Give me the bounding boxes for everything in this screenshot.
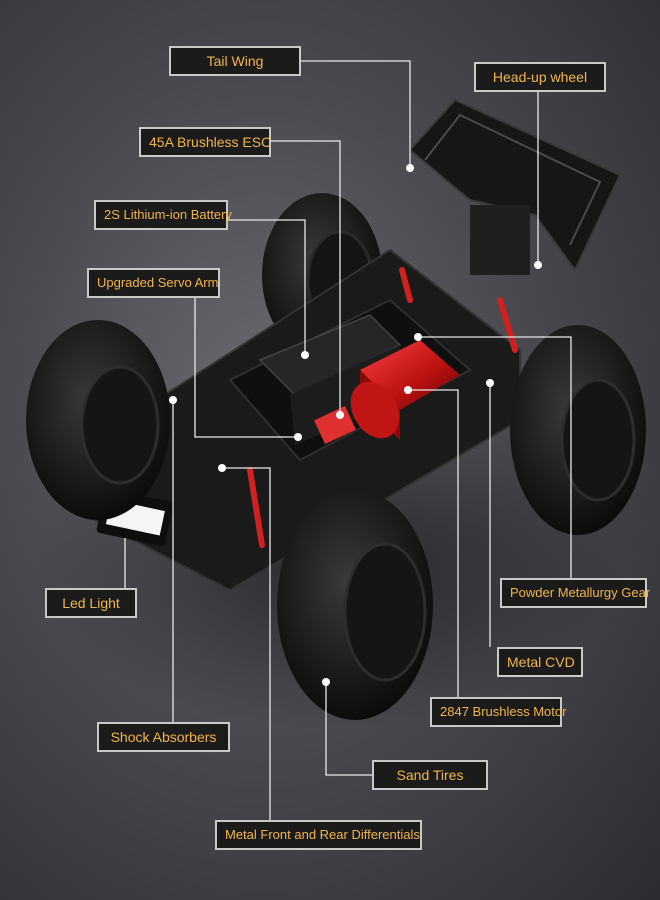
label-led-light: Led Light	[45, 588, 137, 618]
label-head-up-wheel: Head-up wheel	[474, 62, 606, 92]
front-left-tire	[26, 320, 170, 520]
motor-can	[350, 340, 460, 440]
label-metal-front-rear-differentials: Metal Front and Rear Differentials	[215, 820, 422, 850]
anchor-dots	[169, 164, 542, 686]
label-45a-brushless-esc: 45A Brushless ESC	[139, 127, 271, 157]
label-sand-tires: Sand Tires	[372, 760, 488, 790]
label-tail-wing: Tail Wing	[169, 46, 301, 76]
leader-lines	[124, 60, 572, 821]
label-upgraded-servo-arm: Upgraded Servo Arm	[87, 268, 220, 298]
front-right-tire	[277, 490, 433, 720]
label-2s-lithium-ion-battery: 2S Lithium-ion Battery	[94, 200, 232, 230]
tail-wing-shape	[408, 98, 622, 275]
label-shock-absorbers: Shock Absorbers	[97, 722, 230, 752]
label-metal-cvd: Metal CVD	[497, 647, 583, 677]
rear-right-tire	[510, 325, 646, 535]
label-2847-brushless-motor: 2847 Brushless Motor	[430, 697, 566, 727]
label-powder-metallurgy-gear: Powder Metallurgy Gear	[500, 578, 650, 608]
